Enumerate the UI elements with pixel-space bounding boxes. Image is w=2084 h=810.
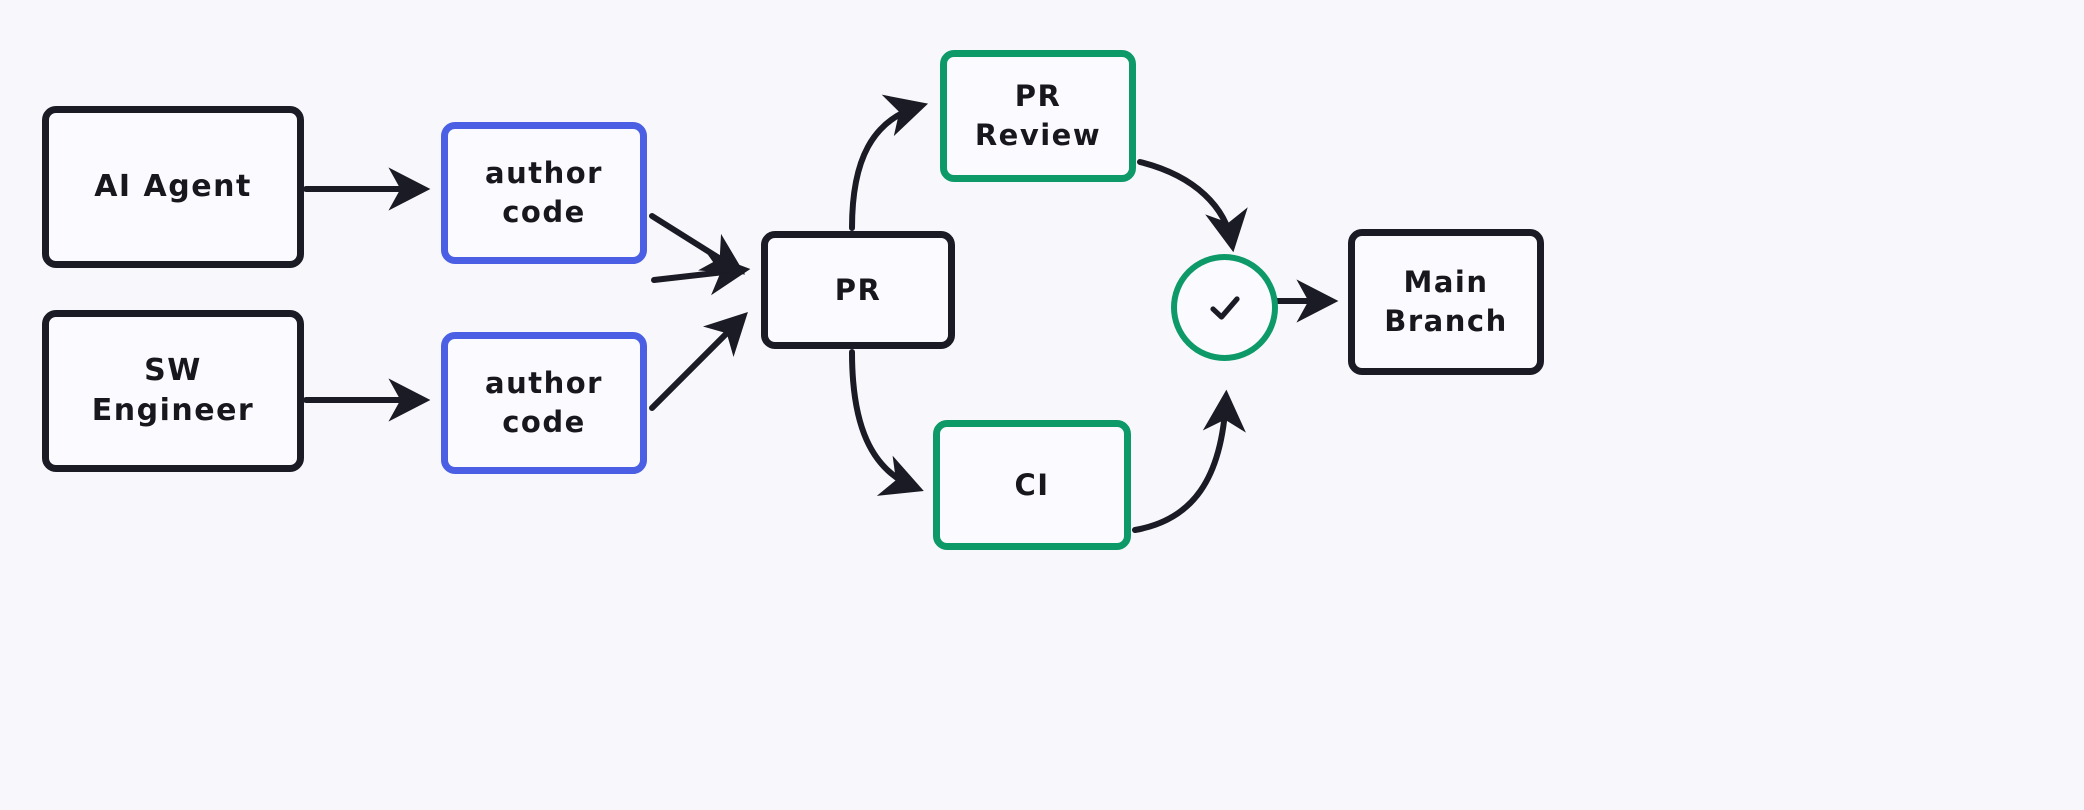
edge-ci-to-check	[1132, 389, 1246, 533]
edge-author-top-to-pr	[651, 252, 751, 296]
node-pr-review-label: PR Review	[974, 79, 1102, 152]
edge-author-bottom-to-pr	[649, 312, 748, 411]
node-author-code-agent[interactable]: author code	[441, 122, 647, 264]
node-sw-engineer-label: SW Engineer	[91, 352, 255, 428]
check-icon	[1209, 295, 1240, 320]
node-sw-engineer[interactable]: SW Engineer	[42, 310, 304, 472]
node-ci-label: CI	[1014, 467, 1050, 502]
node-ai-agent-label: AI Agent	[94, 168, 252, 204]
edge-pr-to-pr-review	[849, 94, 929, 231]
node-check-circle[interactable]	[1171, 254, 1278, 361]
edge-pr-to-ci	[849, 349, 924, 496]
node-author-code-agent-label: author code	[485, 156, 603, 229]
edge-author-top-to-pr-diagonal	[649, 213, 746, 275]
node-ci[interactable]: CI	[933, 420, 1131, 550]
node-author-code-engineer[interactable]: author code	[441, 332, 647, 474]
node-ai-agent[interactable]: AI Agent	[42, 106, 304, 268]
node-main-branch[interactable]: Main Branch	[1348, 229, 1544, 375]
node-main-branch-label: Main Branch	[1384, 265, 1508, 338]
node-pr-review[interactable]: PR Review	[940, 50, 1136, 182]
node-author-code-engineer-label: author code	[485, 366, 603, 439]
node-pr-label: PR	[834, 272, 882, 307]
node-pr[interactable]: PR	[761, 231, 955, 349]
edge-author-top-to-pr-line	[652, 216, 737, 268]
edge-pr-review-to-check	[1137, 159, 1248, 253]
